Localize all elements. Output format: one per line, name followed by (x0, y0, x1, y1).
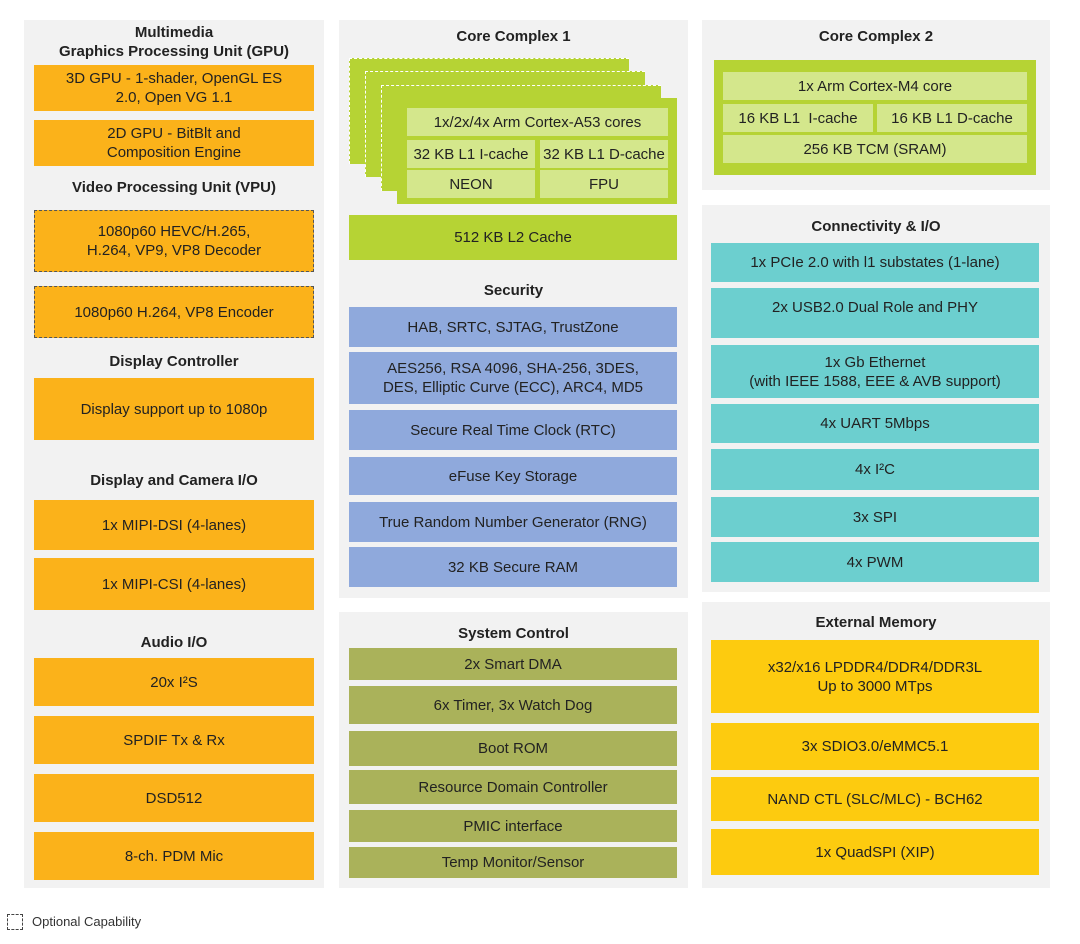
mem-nand-block: NAND CTL (SLC/MLC) - BCH62 (711, 777, 1039, 821)
conn-i2c-block: 4x I²C (711, 449, 1039, 490)
system-dma-block: 2x Smart DMA (349, 648, 677, 680)
gpu-title: Multimedia Graphics Processing Unit (GPU… (58, 24, 290, 60)
gpu-3d-block: 3D GPU - 1-shader, OpenGL ES 2.0, Open V… (34, 65, 314, 111)
conn-pcie-block: 1x PCIe 2.0 with l1 substates (1-lane) (711, 243, 1039, 282)
audio-dsd-block: DSD512 (34, 774, 314, 822)
conn-spi-block: 3x SPI (711, 497, 1039, 537)
audio-spdif-block: SPDIF Tx & Rx (34, 716, 314, 764)
vpu-encoder-block: 1080p60 H.264, VP8 Encoder (34, 286, 314, 338)
l2-cache-block: 512 KB L2 Cache (349, 215, 677, 260)
security-efuse-block: eFuse Key Storage (349, 457, 677, 495)
system-control-panel: System Control 2x Smart DMA 6x Timer, 3x… (339, 612, 688, 888)
m4-card: 1x Arm Cortex-M4 core 16 KB L1 I-cache 1… (714, 60, 1036, 175)
system-rdc-block: Resource Domain Controller (349, 770, 677, 804)
a53-neon: NEON (407, 170, 535, 198)
security-crypto-block: AES256, RSA 4096, SHA-256, 3DES, DES, El… (349, 352, 677, 404)
m4-tcm: 256 KB TCM (SRAM) (723, 135, 1027, 163)
conn-ethernet-block: 1x Gb Ethernet (with IEEE 1588, EEE & AV… (711, 345, 1039, 398)
mem-qspi-block: 1x QuadSPI (XIP) (711, 829, 1039, 875)
vpu-decoder-block: 1080p60 HEVC/H.265, H.264, VP9, VP8 Deco… (34, 210, 314, 272)
system-control-title: System Control (458, 625, 569, 642)
system-pmic-block: PMIC interface (349, 810, 677, 842)
display-camera-io-title: Display and Camera I/O (90, 472, 258, 489)
core-complex-2-panel: Core Complex 2 1x Arm Cortex-M4 core 16 … (702, 20, 1050, 190)
core-security-panel: Core Complex 1 1x/2x/4x Arm Cortex-A53 c… (339, 20, 688, 598)
m4-dcache: 16 KB L1 D-cache (877, 104, 1027, 132)
conn-uart-block: 4x UART 5Mbps (711, 404, 1039, 443)
a53-dcache: 32 KB L1 D-cache (540, 140, 668, 168)
audio-i2s-block: 20x I²S (34, 658, 314, 706)
security-rtc-block: Secure Real Time Clock (RTC) (349, 410, 677, 450)
display-block: Display support up to 1080p (34, 378, 314, 440)
core-card: 1x/2x/4x Arm Cortex-A53 cores 32 KB L1 I… (397, 98, 677, 204)
m4-core: 1x Arm Cortex-M4 core (723, 72, 1027, 100)
conn-pwm-block: 4x PWM (711, 542, 1039, 582)
a53-cores: 1x/2x/4x Arm Cortex-A53 cores (407, 108, 668, 136)
mipi-csi-block: 1x MIPI-CSI (4-lanes) (34, 558, 314, 610)
security-ram-block: 32 KB Secure RAM (349, 547, 677, 587)
vpu-title: Video Processing Unit (VPU) (72, 179, 276, 196)
a53-fpu: FPU (540, 170, 668, 198)
conn-usb-block: 2x USB2.0 Dual Role and PHY (711, 288, 1039, 338)
legend-optional-label: Optional Capability (32, 914, 142, 929)
connectivity-title: Connectivity & I/O (811, 218, 941, 235)
connectivity-panel: Connectivity & I/O 1x PCIe 2.0 with l1 s… (702, 205, 1050, 592)
security-title: Security (483, 282, 544, 299)
security-rng-block: True Random Number Generator (RNG) (349, 502, 677, 542)
security-hab-block: HAB, SRTC, SJTAG, TrustZone (349, 307, 677, 347)
core-complex-2-title: Core Complex 2 (818, 28, 934, 45)
a53-icache: 32 KB L1 I-cache (407, 140, 535, 168)
system-temp-block: Temp Monitor/Sensor (349, 847, 677, 878)
core-complex-1-title: Core Complex 1 (456, 28, 571, 45)
mipi-dsi-block: 1x MIPI-DSI (4-lanes) (34, 500, 314, 550)
system-timer-block: 6x Timer, 3x Watch Dog (349, 686, 677, 724)
mem-sdio-block: 3x SDIO3.0/eMMC5.1 (711, 723, 1039, 770)
external-memory-panel: External Memory x32/x16 LPDDR4/DDR4/DDR3… (702, 602, 1050, 888)
m4-icache: 16 KB L1 I-cache (723, 104, 873, 132)
audio-pdm-block: 8-ch. PDM Mic (34, 832, 314, 880)
audio-io-title: Audio I/O (140, 634, 208, 651)
mem-ddr-block: x32/x16 LPDDR4/DDR4/DDR3L Up to 3000 MTp… (711, 640, 1039, 713)
legend-optional-swatch-icon (7, 914, 23, 930)
multimedia-panel: Multimedia Graphics Processing Unit (GPU… (24, 20, 324, 888)
external-memory-title: External Memory (815, 614, 937, 631)
system-bootrom-block: Boot ROM (349, 731, 677, 766)
display-controller-title: Display Controller (109, 353, 239, 370)
gpu-2d-block: 2D GPU - BitBlt and Composition Engine (34, 120, 314, 166)
